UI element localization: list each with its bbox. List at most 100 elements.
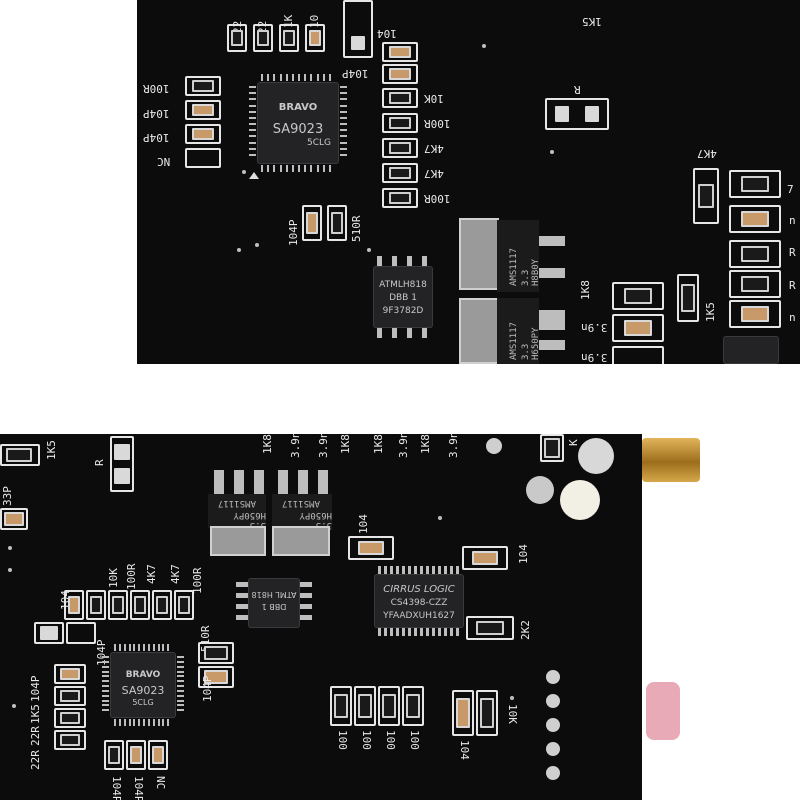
ic-pin [102,709,109,712]
resistor-152 [681,284,695,312]
ic-pin [236,615,248,620]
label-22r-a-bottom: 22R [29,726,42,746]
pad-c104p-low [302,205,322,241]
resistor-10k-low [480,698,494,728]
pad-r100-mid-b [382,188,418,208]
resistor-128a [741,246,769,262]
regulator-2-body-bottom: AMS1117 3.3 H650PY [272,494,332,530]
regulator-pin [539,310,565,320]
reg1-bottom-line1: AMS1117 [218,498,256,508]
sa9023-chip: BRAVO SA9023 5CLG [257,82,339,164]
resistor-220a [231,30,243,46]
label-nc-left: NC [157,155,171,168]
via [510,696,514,700]
resistor-510-bottom [204,646,228,660]
pin1-marker-icon [249,172,259,179]
regulator-1-body: AMS1117 3.3 H8B0Y [497,220,541,292]
ic-pin [384,628,387,636]
label-right-7: 7 [787,183,794,196]
label-p104a: 104P [110,776,123,800]
ic-pin [450,628,453,636]
capacitor-33p [4,512,24,526]
label-1k8-a: 1K8 [261,434,274,454]
ic-pin [291,165,294,172]
ic-pin [392,256,397,266]
pad-c3.9n-b [612,346,664,364]
ic-pin [316,165,319,172]
ic-pin [408,628,411,636]
pad-22r-b [54,730,86,750]
ic-pin [102,660,109,663]
via-large-a [546,670,560,684]
ic-pin [300,593,312,598]
ic-pin [249,123,256,125]
label-3.9n-a: 3.9n [581,321,608,334]
ic-pin [128,719,131,726]
pad-510r-bottom [198,642,234,664]
via [8,568,12,572]
ic-pin [138,719,141,726]
ic-pin [177,685,184,687]
pad-res-row [64,590,84,620]
label-100-b: 100 [360,730,373,750]
pad-r10k [382,88,418,108]
via [8,546,12,550]
ic-pin [390,628,393,636]
ic-pin [291,74,294,81]
reg2-line2: 3.3 H650PY [521,327,541,360]
label-100-c: 100 [384,730,397,750]
pad-p104b [126,740,146,770]
cirrus-line1: CIRRUS LOGIC [383,584,455,595]
ic-pin [300,615,312,620]
resistor-100 [334,694,348,718]
pad-r2k2 [466,616,514,640]
ic-pin [300,582,312,587]
ic-pin [102,689,109,692]
label-104p-mid: 104P [342,67,369,80]
pad-r472b [729,170,781,198]
resistor-510 [331,212,343,234]
ic-pin [102,699,109,702]
label-10k: 10K [424,92,444,105]
ic-pin [177,675,184,678]
capacitor-104-top [389,46,411,58]
ic-pin [377,328,382,338]
capacitor-104p-c [60,668,80,680]
label-4k7-b: 4K7 [424,167,444,180]
resistor-2k2 [476,621,504,635]
ic-pin [162,644,165,651]
via-large-e [546,766,560,780]
pink-cable-icon [646,682,680,740]
label-l-r-bottom: R [93,459,106,466]
ic-pin [236,604,248,609]
label-104p-left-b: 104P [143,131,170,144]
label-right-r-b: R [789,279,796,292]
ic-pin [118,644,121,651]
resistor-row-item [134,596,146,614]
ic-pin [340,129,347,132]
label-104-right: 104 [517,544,530,564]
ic-pin [285,165,288,172]
label-l-r: R [574,83,581,96]
label-104p-c-bottom: 104P [29,675,42,703]
label-1k8-c: 1K8 [372,434,385,454]
via [367,248,371,252]
ic-pin [279,74,282,81]
reg1-line1: AMS1117 [509,248,519,286]
pad-104p-a2 [66,622,96,644]
ic-pin [310,165,313,172]
capacitor-104-mid [358,541,384,555]
pad-r4k7-a [382,138,418,158]
ic-pin [396,566,399,574]
ic-pin [438,628,441,636]
label-3.9n-c-bottom: 3.9n [397,434,410,458]
label-100-d: 100 [408,730,421,750]
regulator-pin [318,470,328,496]
ic-pin [102,665,109,668]
resistor-100 [358,694,372,718]
label-nc: NC [154,776,167,790]
label-10k-low: 10K [506,704,519,724]
label-1k8-d: 1K8 [419,434,432,454]
ic-pin [426,566,429,574]
ic-pin [285,74,288,81]
